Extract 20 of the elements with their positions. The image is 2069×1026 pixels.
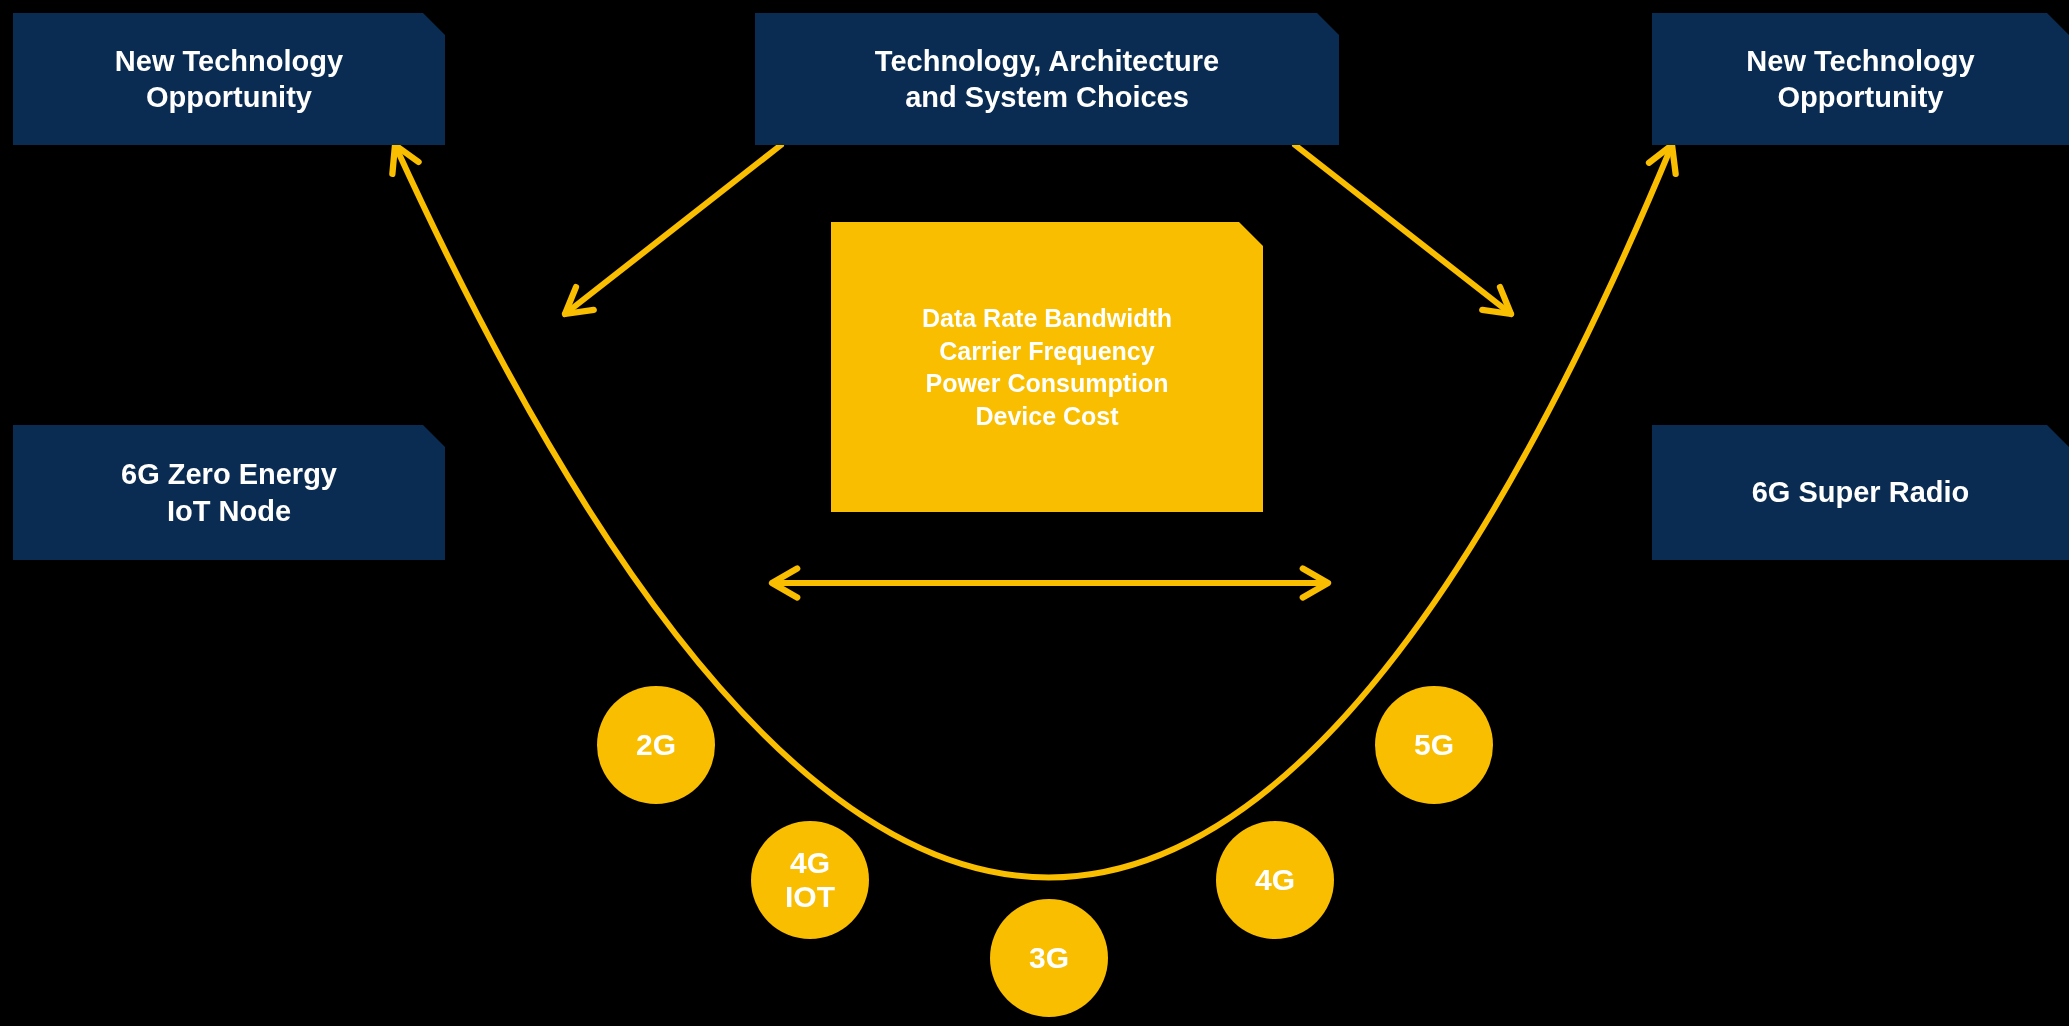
generation-label: 3G — [1029, 940, 1069, 976]
generation-label: 2G — [636, 727, 676, 763]
label-box — [13, 13, 445, 145]
parameter-text: Data Rate Bandwidth — [922, 303, 1172, 334]
parameter-text: Carrier Frequency — [939, 335, 1155, 367]
label-box — [1652, 425, 2069, 560]
generation-label: 5G — [1414, 727, 1454, 763]
label-box — [13, 425, 445, 560]
box-label: Technology, Architecture and System Choices — [873, 43, 1221, 115]
label-box — [1652, 13, 2069, 145]
parameter-box — [831, 222, 1263, 512]
generation-label: 4G IOT — [784, 845, 836, 915]
box-label: 6G Super Radio — [1751, 475, 1970, 511]
box-label: New Technology Opportunity — [1745, 43, 1976, 115]
parameter-text: Power Consumption — [925, 368, 1169, 399]
label-box — [755, 13, 1339, 145]
box-label: New Technology Opportunity — [113, 43, 345, 115]
parameter-text: Device Cost — [975, 400, 1119, 432]
generation-label: 4G — [1255, 862, 1295, 898]
box-label: 6G Zero Energy IoT Node — [120, 457, 338, 529]
